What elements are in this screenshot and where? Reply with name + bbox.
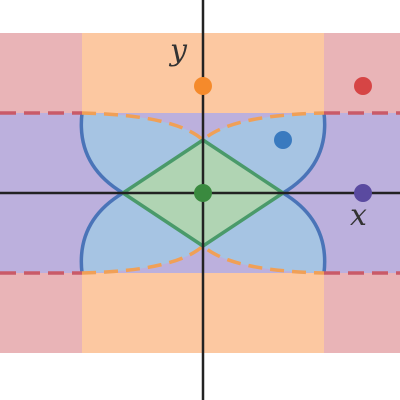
x-axis-label: x [350,198,367,233]
point-purple [354,184,372,202]
point-orange [194,77,212,95]
y-axis-label: y [168,33,188,68]
top-dashed-curve [81,111,325,143]
bottom-dashed-curve [81,243,325,275]
point-red [354,77,372,95]
point-blue [274,131,292,149]
point-green [194,184,212,202]
